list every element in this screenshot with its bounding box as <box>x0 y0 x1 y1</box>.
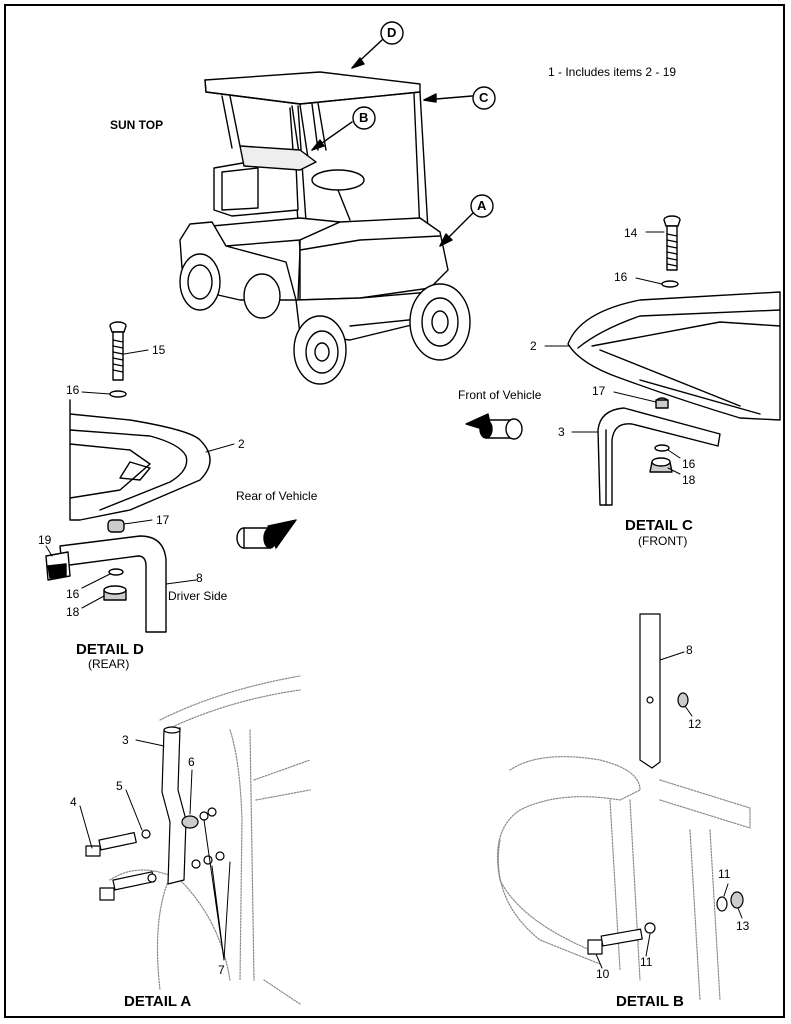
callout-10: 10 <box>596 967 610 981</box>
detail-c-drawing <box>567 215 781 506</box>
view-marker-a <box>470 194 494 218</box>
rear-direction-arrow <box>236 519 297 549</box>
view-letter-c: C <box>479 90 489 105</box>
callout-11: 11 <box>640 955 653 969</box>
golf-cart-illustration <box>179 71 471 385</box>
detail-d-subtitle: (REAR) <box>88 657 130 671</box>
callout-7: 7 <box>218 963 225 977</box>
callout-18: 18 <box>682 473 696 487</box>
diagram-frame <box>4 4 785 1018</box>
view-leaders <box>311 39 475 247</box>
callout-16: 16 <box>682 457 696 471</box>
callout-16: 16 <box>66 587 80 601</box>
detail-a-title: DETAIL A <box>124 993 192 1010</box>
detail-c-subtitle: (FRONT) <box>638 534 688 548</box>
callout-17: 17 <box>156 513 170 527</box>
view-marker-c <box>472 86 496 110</box>
callout-15: 15 <box>152 343 166 357</box>
detail-d-drawing <box>45 321 211 633</box>
kit-note: 1 - Includes items 2 - 19 <box>548 65 677 79</box>
callout-18: 18 <box>66 605 80 619</box>
detail-b-drawing <box>497 613 751 1001</box>
driver-side-label: Driver Side <box>168 589 228 603</box>
callout-17: 17 <box>592 384 606 398</box>
rear-of-vehicle-label: Rear of Vehicle <box>236 489 318 503</box>
callout-16: 16 <box>614 270 628 284</box>
callout-6: 6 <box>188 755 195 769</box>
callout-12: 12 <box>688 717 702 731</box>
callout-11: 11 <box>718 867 731 881</box>
callout-2: 2 <box>530 339 537 353</box>
view-letter-a: A <box>477 198 487 213</box>
callout-19: 19 <box>38 533 52 547</box>
view-letter-d: D <box>387 25 397 40</box>
detail-b-title: DETAIL B <box>616 993 684 1010</box>
callout-leaders <box>45 231 743 969</box>
detail-c-title: DETAIL C <box>625 517 693 534</box>
front-of-vehicle-label: Front of Vehicle <box>458 388 542 402</box>
detail-d-title: DETAIL D <box>76 641 144 658</box>
callout-8: 8 <box>686 643 693 657</box>
callout-14: 14 <box>624 226 638 240</box>
view-marker-d <box>380 21 404 45</box>
callout-13: 13 <box>736 919 750 933</box>
callout-5: 5 <box>116 779 123 793</box>
view-marker-b <box>352 106 376 130</box>
callout-8: 8 <box>196 571 203 585</box>
view-letter-b: B <box>359 110 369 125</box>
callout-3: 3 <box>122 733 129 747</box>
sun-top-label: SUN TOP <box>110 118 164 132</box>
detail-a-drawing <box>85 675 311 1005</box>
callout-4: 4 <box>70 795 77 809</box>
front-direction-arrow <box>465 413 523 440</box>
callout-2: 2 <box>238 437 245 451</box>
callout-16: 16 <box>66 383 80 397</box>
callout-3: 3 <box>558 425 565 439</box>
